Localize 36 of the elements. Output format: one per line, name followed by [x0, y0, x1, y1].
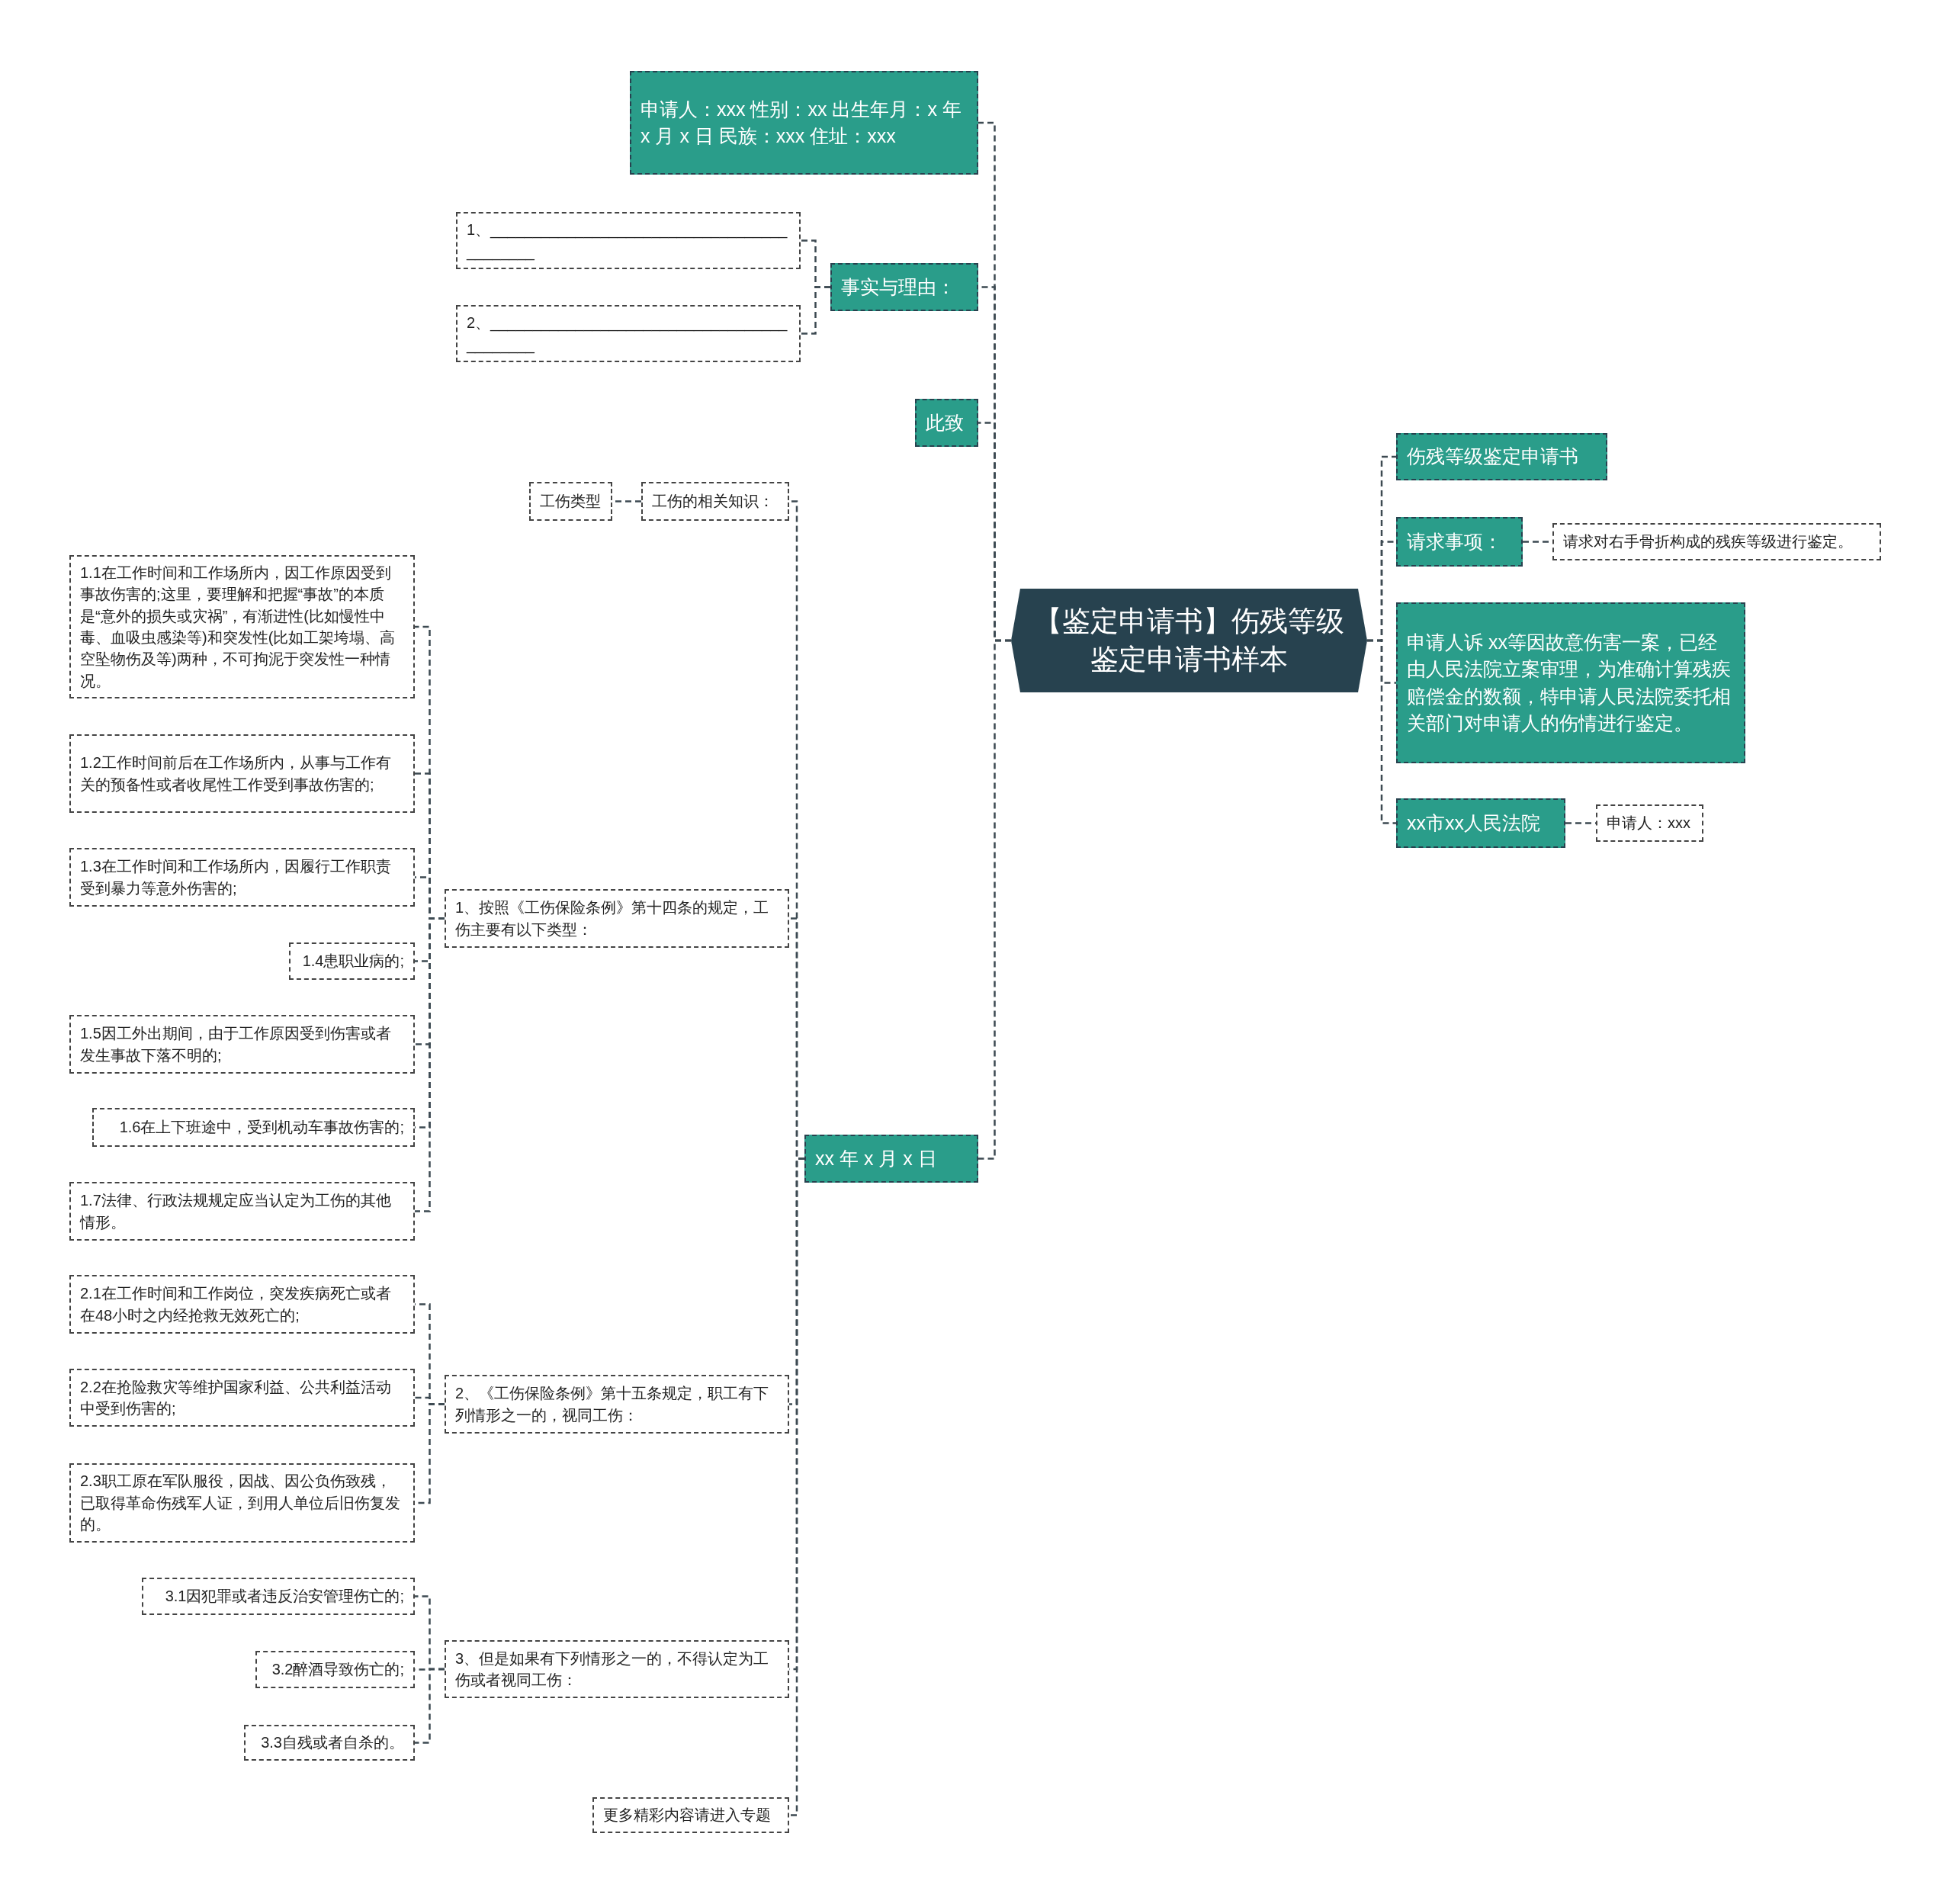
topic-box: 此致: [915, 399, 978, 447]
text-box: 请求对右手骨折构成的残疾等级进行鉴定。: [1552, 523, 1881, 560]
text-box: 更多精彩内容请进入专题: [592, 1797, 789, 1833]
connector: [1367, 639, 1396, 824]
text-box: 3.1因犯罪或者违反治安管理伤亡的;: [142, 1578, 415, 1615]
connector: [801, 286, 830, 335]
topic-box: xx市xx人民法院: [1396, 798, 1565, 848]
connector: [415, 1668, 445, 1744]
text-box: 3、但是如果有下列情形之一的，不得认定为工伤或者视同工伤：: [445, 1640, 789, 1698]
text-box: 1.6在上下班途中，受到机动车事故伤害的;: [92, 1108, 415, 1147]
text-box: 申请人：xxx: [1596, 804, 1703, 842]
text-box: 3.3自残或者自杀的。: [244, 1725, 415, 1761]
connector: [978, 639, 1011, 1160]
text-box: 2.2在抢险救灾等维护国家利益、公共利益活动中受到伤害的;: [69, 1369, 415, 1427]
connector: [415, 917, 445, 1212]
text-box: 1.4患职业病的;: [289, 942, 415, 980]
text-box: 2.3职工原在军队服役，因战、因公负伤致残，已取得革命伤残军人证，到用人单位后旧伤复发的。: [69, 1463, 415, 1543]
topic-box: 事实与理由：: [830, 263, 978, 311]
text-box: 1.3在工作时间和工作场所内，因履行工作职责受到暴力等意外伤害的;: [69, 848, 415, 907]
topic-box: xx 年 x 月 x 日: [804, 1135, 978, 1183]
text-box: 2.1在工作时间和工作岗位，突发疾病死亡或者在48小时之内经抢救无效死亡的;: [69, 1275, 415, 1334]
topic-box: 伤残等级鉴定申请书: [1396, 433, 1607, 480]
text-box: 2、《工伤保险条例》第十五条规定，职工有下列情形之一的，视同工伤：: [445, 1375, 789, 1434]
text-box: 工伤的相关知识：: [641, 482, 789, 521]
text-box: 1.7法律、行政法规规定应当认定为工伤的其他情形。: [69, 1182, 415, 1241]
topic-box: 申请人：xxx 性别：xx 出生年月：x 年 x 月 x 日 民族：xxx 住址：xxx: [630, 71, 978, 175]
text-box: 1.2工作时间前后在工作场所内，从事与工作有关的预备性或者收尾性工作受到事故伤害的;: [69, 734, 415, 813]
topic-box: 申请人诉 xx等因故意伤害一案，已经由人民法院立案审理，为准确计算残疾赔偿金的数额，特申请人民法院委托相关部门对申请人的伤情进行鉴定。: [1396, 602, 1745, 763]
text-box: 3.2醉酒导致伤亡的;: [255, 1651, 415, 1688]
text-box: 1、按照《工伤保险条例》第十四条的规定，工伤主要有以下类型：: [445, 889, 789, 948]
text-box: 1.5因工外出期间，由于工作原因受到伤害或者发生事故下落不明的;: [69, 1015, 415, 1074]
text-box: 1.1在工作时间和工作场所内，因工作原因受到事故伤害的;这里，要理解和把握“事故”的本质是“意外的损失或灾祸”，有渐进性(比如慢性中毒、血吸虫感染等)和突发性(比如工架垮塌、高空坠物伤及等)两种，不可拘泥于突发性一种情况。: [69, 555, 415, 698]
text-box: 2、___________________________________ ________: [456, 305, 801, 362]
topic-box: 请求事项：: [1396, 517, 1523, 567]
text-box: 工伤类型: [529, 482, 612, 521]
text-box: 1、___________________________________ ________: [456, 212, 801, 269]
